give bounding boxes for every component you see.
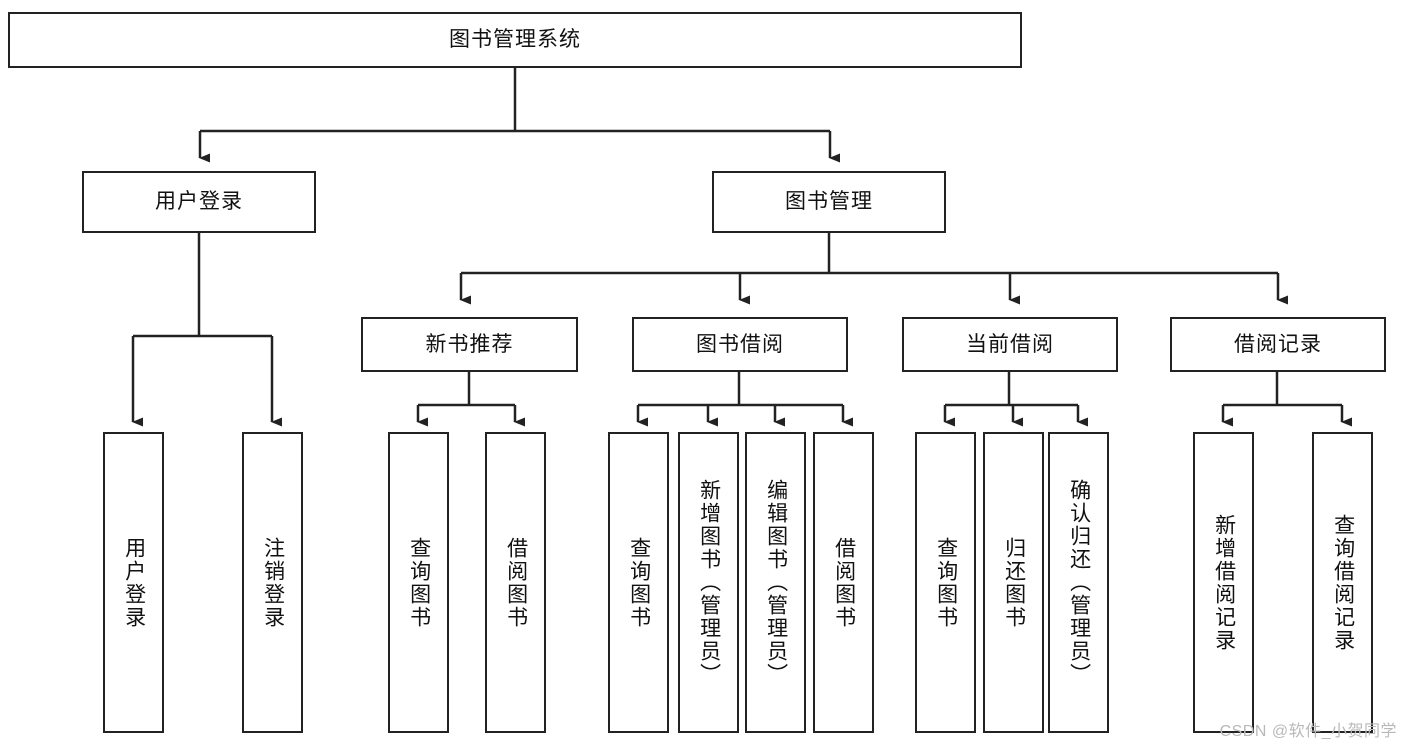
node-label: 用户登录	[155, 190, 243, 214]
node-label: 新增借阅记录	[1212, 513, 1236, 652]
node-book-borrow[interactable]: 图书借阅	[632, 317, 848, 372]
node-label: 新增图书（管理员）	[697, 479, 721, 686]
leaf-current-borrow-query-book[interactable]: 查询图书	[915, 432, 976, 733]
leaf-book-borrow-add-book-admin[interactable]: 新增图书（管理员）	[678, 432, 739, 733]
leaf-book-borrow-edit-book-admin[interactable]: 编辑图书（管理员）	[745, 432, 806, 733]
node-label: 查询图书	[627, 536, 651, 629]
node-user-login[interactable]: 用户登录	[82, 171, 316, 233]
node-new-book-recommend[interactable]: 新书推荐	[361, 317, 578, 372]
leaf-book-borrow-borrow-book[interactable]: 借阅图书	[813, 432, 874, 733]
leaf-user-login-login[interactable]: 用户登录	[103, 432, 164, 733]
node-label: 用户登录	[122, 536, 146, 629]
node-label: 编辑图书（管理员）	[764, 479, 788, 686]
node-label: 借阅记录	[1234, 332, 1322, 356]
node-current-borrow[interactable]: 当前借阅	[902, 317, 1118, 372]
leaf-new-book-borrow-book[interactable]: 借阅图书	[485, 432, 546, 733]
leaf-borrow-record-add-record[interactable]: 新增借阅记录	[1193, 432, 1254, 733]
csdn-watermark: CSDN @软件_小贺同学	[1219, 723, 1397, 740]
node-label: 当前借阅	[966, 332, 1054, 356]
node-label: 图书管理系统	[449, 28, 581, 52]
node-root-book-management-system[interactable]: 图书管理系统	[8, 12, 1022, 68]
leaf-current-borrow-return-book[interactable]: 归还图书	[983, 432, 1044, 733]
leaf-borrow-record-query-record[interactable]: 查询借阅记录	[1312, 432, 1373, 733]
node-label: 查询图书	[934, 536, 958, 629]
node-label: 查询图书	[407, 536, 431, 629]
leaf-book-borrow-query-book[interactable]: 查询图书	[608, 432, 669, 733]
node-label: 查询借阅记录	[1331, 513, 1355, 652]
node-label: 新书推荐	[425, 332, 514, 356]
leaf-user-login-logout[interactable]: 注销登录	[242, 432, 303, 733]
node-book-management[interactable]: 图书管理	[712, 171, 946, 233]
node-label: 归还图书	[1002, 536, 1026, 629]
node-borrow-record[interactable]: 借阅记录	[1170, 317, 1386, 372]
leaf-new-book-query-book[interactable]: 查询图书	[388, 432, 449, 733]
node-label: 确认归还（管理员）	[1067, 479, 1091, 686]
node-label: 注销登录	[261, 536, 285, 629]
node-label: 图书借阅	[696, 332, 784, 356]
node-label: 借阅图书	[832, 536, 856, 629]
node-label: 图书管理	[785, 190, 873, 214]
leaf-current-borrow-confirm-return-admin[interactable]: 确认归还（管理员）	[1048, 432, 1109, 733]
node-label: 借阅图书	[504, 536, 528, 629]
